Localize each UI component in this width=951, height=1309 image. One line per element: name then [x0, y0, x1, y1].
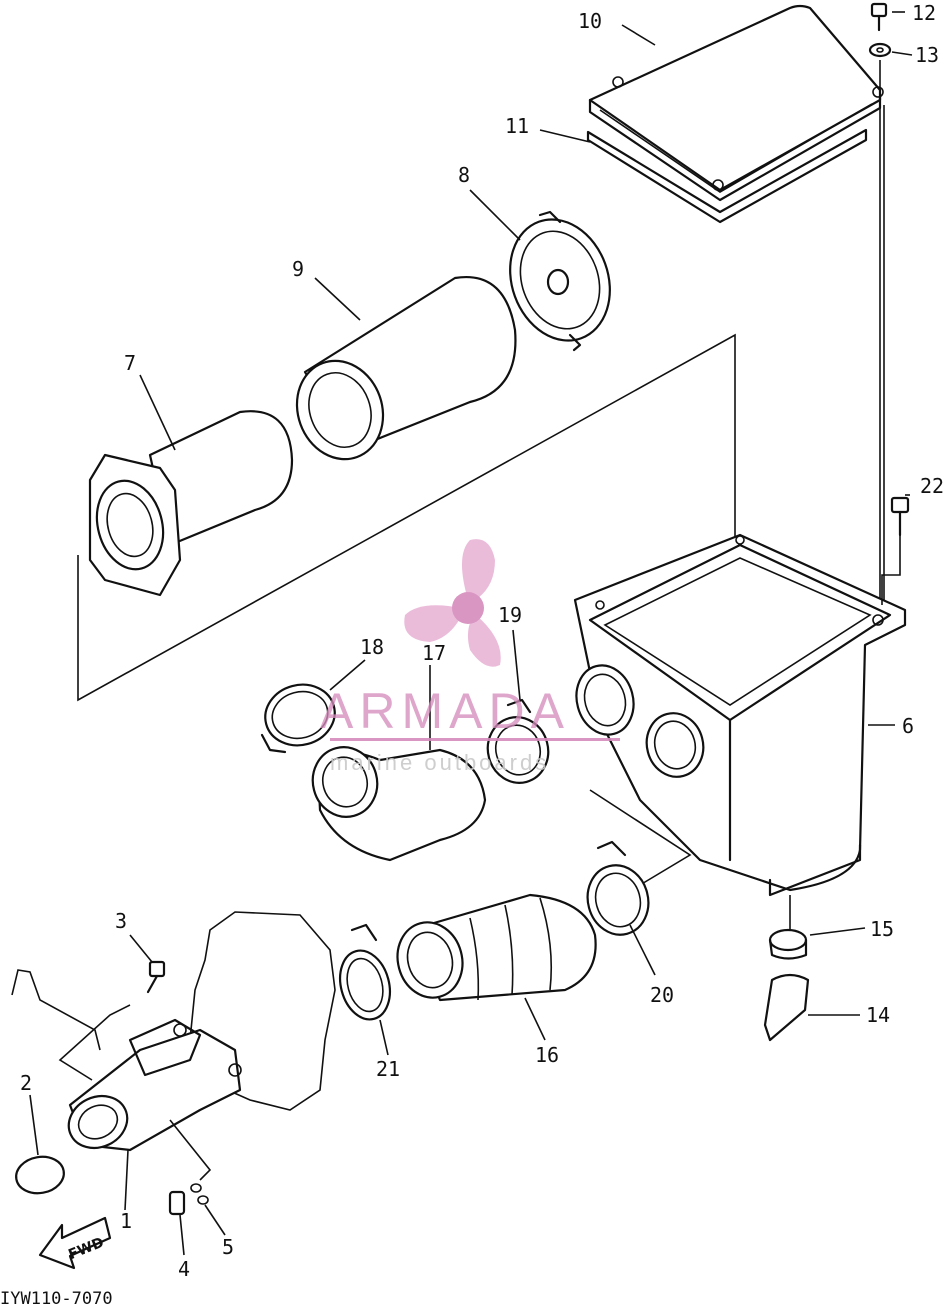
- watermark: ARMADA marine outboards: [320, 539, 620, 775]
- part-17-elbow: [311, 746, 487, 862]
- label-1: 1: [120, 1209, 132, 1233]
- part-14-drain-tube: [763, 973, 810, 1042]
- label-8: 8: [458, 163, 470, 187]
- label-20: 20: [650, 983, 674, 1007]
- label-3: 3: [115, 909, 127, 933]
- label-7: 7: [124, 351, 136, 375]
- part-16-intake-hose: [396, 893, 597, 1002]
- propeller-logo-icon: [404, 539, 501, 667]
- label-10: 10: [578, 9, 602, 33]
- drawing-code: IYW110-7070: [0, 1289, 113, 1309]
- part-3-bolt: [58, 960, 166, 1081]
- part-12-screw: [870, 2, 888, 32]
- label-18: 18: [360, 635, 384, 659]
- part-15-clamp: [768, 895, 808, 960]
- label-6: 6: [902, 714, 914, 738]
- part-8-end-cap: [509, 210, 611, 352]
- part-18-clamp: [260, 683, 336, 754]
- leader-lines: [29, 11, 913, 1256]
- label-16: 16: [535, 1043, 559, 1067]
- label-2: 2: [20, 1071, 32, 1095]
- part-19-clamp: [486, 698, 550, 784]
- part-2-o-ring: [15, 1155, 65, 1195]
- label-11: 11: [505, 114, 529, 138]
- label-22: 22: [920, 474, 944, 498]
- label-21: 21: [376, 1057, 400, 1081]
- part-21-clamp: [339, 923, 391, 1021]
- part-1-intake-joint: [67, 1018, 242, 1152]
- part-9-filter-element: [295, 276, 517, 461]
- label-13: 13: [915, 43, 939, 67]
- part-labels: 10 12 13 11 8 9 7 22 19 18 17 6 15 3 20 …: [20, 1, 944, 1281]
- label-4: 4: [178, 1257, 190, 1281]
- label-19: 19: [498, 603, 522, 627]
- part-13-washer: [868, 42, 892, 58]
- part-20-clamp: [586, 840, 650, 936]
- part-22-bolt: [881, 496, 910, 605]
- part-7-filter-holder: [88, 410, 294, 597]
- part-10-cover: [588, 4, 884, 202]
- fwd-arrow-icon: FWD: [38, 1216, 112, 1270]
- part-6-air-box: [573, 533, 907, 897]
- engine-outline: [189, 911, 336, 1111]
- label-9: 9: [292, 257, 304, 281]
- label-15: 15: [870, 917, 894, 941]
- label-17: 17: [422, 641, 446, 665]
- part-5-washer: [190, 1183, 209, 1205]
- watermark-tagline: marine outboards: [330, 750, 549, 775]
- label-12: 12: [912, 1, 936, 25]
- label-5: 5: [222, 1235, 234, 1259]
- part-4-nut: [168, 1190, 186, 1216]
- watermark-brand: ARMADA: [320, 683, 570, 739]
- watermark-underline: [330, 738, 620, 741]
- label-14: 14: [866, 1003, 890, 1027]
- part-11-gasket: [586, 128, 868, 224]
